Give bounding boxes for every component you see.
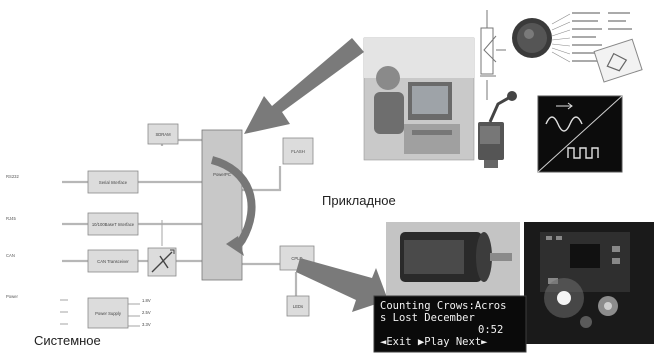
potentiometer-symbol-icon [480,10,506,100]
port-can-label: CAN [6,253,15,258]
voltage-1: 1.8V [142,298,151,303]
sdram-block [147,123,179,145]
wire-power-out [128,303,140,327]
cpu-label: PowerPC [213,172,231,177]
cpu-block [201,129,243,281]
industrial-photo [363,37,475,161]
voltage-2: 2.5V [142,310,151,315]
cpu-flow-arrow [210,156,256,251]
arrow-top-icon [244,38,364,134]
operator-body-icon [374,92,404,134]
power-block [87,297,129,329]
power-label: Power Supply [95,311,122,316]
serial-label: Serial Interface [99,180,128,185]
block-diagram: RS232 RJ45 CAN Power SDRAM PowerPC FLASH… [6,123,315,329]
data-list-icon [551,12,632,63]
limit-switch-icon [478,91,517,168]
switch-symbol-icon [151,251,173,273]
wire-cpu-flash [242,166,282,192]
port-rs232-label: RS232 [6,174,19,179]
transceiver-label: CAN Transceiver [97,259,129,264]
signal-converter-icon [537,95,623,173]
wire-power-in [60,299,68,325]
port-power-label: Power [6,294,18,299]
serial-block [87,170,139,194]
applied-caption: Прикладное [322,193,396,208]
lcd-line-4: ◄Exit ▶Play Next► [380,336,488,348]
circuit-board-photo [524,222,654,344]
ethernet-label: 10/100BaseT Interface [92,222,135,227]
arrow-bottom-icon [296,258,388,312]
leds-label: LEDs [293,304,303,309]
leds-block [286,295,310,317]
cpu-flow-arrowhead-icon [226,236,244,256]
port-ethernet-label: RJ45 [6,216,16,221]
lcd-line-1: Counting Crows:Acros [380,300,506,312]
lcd-line-2: s Lost December [380,312,475,324]
flash-block [282,137,314,165]
sdram-label: SDRAM [155,132,171,137]
lcd-time: 0:52 [478,324,503,336]
operator-head-icon [376,66,400,90]
ethernet-block [87,212,139,236]
lcd-display: Counting Crows:Acros s Lost December 0:5… [373,295,527,353]
system-caption: Системное [34,333,101,348]
cpld-label: CPLD [291,256,302,261]
flash-label: FLASH [291,149,305,154]
motor-photo [386,222,520,298]
chip-card-icon [593,38,643,83]
switch-arrow-icon [170,249,175,254]
transceiver-block [87,249,139,273]
voltage-3: 3.3V [142,322,151,327]
